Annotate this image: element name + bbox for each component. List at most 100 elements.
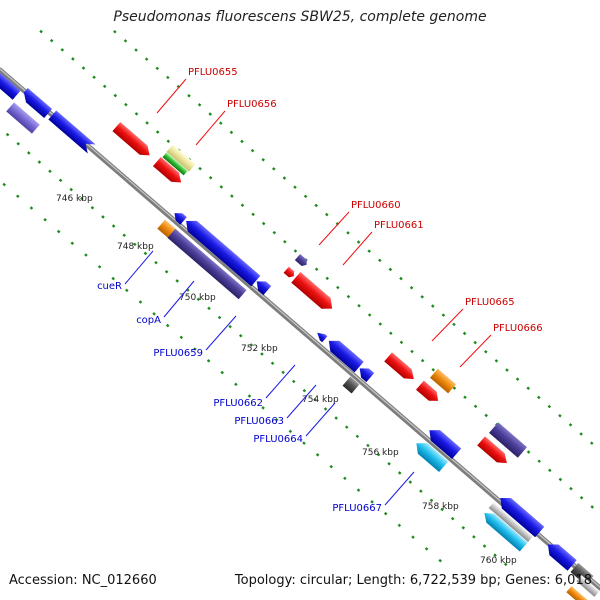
gene-label-pflu0663[interactable]: PFLU0663 xyxy=(234,416,284,427)
gene-feature[interactable] xyxy=(166,144,196,172)
tick-dot xyxy=(193,347,197,351)
tick-dot xyxy=(143,251,148,256)
gene-feature[interactable] xyxy=(182,216,261,287)
tick-dot xyxy=(302,388,307,393)
tick-label: 754 kbp xyxy=(302,395,339,405)
tick-dot xyxy=(505,368,509,372)
tick-dot xyxy=(589,441,594,445)
tick-dot xyxy=(196,297,201,302)
tick-dot xyxy=(197,103,202,107)
gene-feature[interactable] xyxy=(48,110,96,154)
gene-feature[interactable] xyxy=(283,266,297,280)
gene-feature[interactable] xyxy=(315,330,328,343)
tick-dot xyxy=(261,157,265,162)
gene-label-pflu0664[interactable]: PFLU0664 xyxy=(253,434,303,445)
tick-dot xyxy=(420,358,425,363)
gene-label-pflu0661[interactable]: PFLU0661 xyxy=(374,220,424,231)
gene-feature[interactable] xyxy=(291,272,336,314)
tick-dot xyxy=(547,404,552,409)
tick-dot xyxy=(283,240,287,244)
tick-dot xyxy=(315,453,320,457)
topology-text: Topology: circular; Length: 6,722,539 bp… xyxy=(234,573,592,588)
tick-dot xyxy=(302,441,306,445)
tick-dot xyxy=(187,93,191,98)
tick-dot xyxy=(366,443,370,448)
gene-feature[interactable] xyxy=(429,368,457,394)
gene-label-pflu0659[interactable]: PFLU0659 xyxy=(153,348,203,359)
tick-label: 756 kbp xyxy=(362,448,399,458)
tick-dot xyxy=(92,75,96,80)
tick-dot xyxy=(37,160,42,164)
gene-feature[interactable] xyxy=(167,228,247,300)
gene-feature[interactable] xyxy=(0,72,21,100)
tick-dot xyxy=(281,370,285,375)
tick-dot xyxy=(217,315,222,320)
tick-dot xyxy=(113,93,118,98)
gene-feature[interactable] xyxy=(566,586,590,600)
tick-dot xyxy=(206,359,211,363)
tick-dot xyxy=(240,203,245,208)
gene-label-pflu0665[interactable]: PFLU0665 xyxy=(465,297,515,308)
gene-label-pflu0662[interactable]: PFLU0662 xyxy=(213,398,263,409)
gene-feature[interactable] xyxy=(425,425,462,460)
gene-feature[interactable] xyxy=(253,277,272,296)
gene-feature[interactable] xyxy=(152,157,185,187)
genome-backbone-highlight xyxy=(0,68,600,588)
tick-dot xyxy=(71,57,75,61)
gene-feature[interactable] xyxy=(415,380,442,406)
gene-feature[interactable] xyxy=(477,436,511,467)
tick-dot xyxy=(39,29,43,34)
gene-feature[interactable] xyxy=(496,493,545,538)
gene-feature[interactable] xyxy=(489,422,527,458)
tick-dot xyxy=(145,121,149,125)
tick-dot xyxy=(164,269,169,274)
tick-dot xyxy=(378,258,382,263)
tick-dot xyxy=(208,112,212,116)
tick-dot xyxy=(313,398,317,402)
tick-dot xyxy=(240,139,244,144)
accession-text: Accession: NC_012660 xyxy=(9,573,157,588)
gene-label-pflu0660[interactable]: PFLU0660 xyxy=(351,200,401,211)
gene-label-cuer[interactable]: cueR xyxy=(97,281,122,292)
tick-dot xyxy=(228,324,232,329)
gene-feature[interactable] xyxy=(20,88,53,118)
genome-backbone xyxy=(0,67,600,591)
tick-dot xyxy=(367,249,371,253)
tick-label: 760 kbp xyxy=(480,556,517,566)
tick-dot xyxy=(2,182,6,187)
gene-label-pflu0666[interactable]: PFLU0666 xyxy=(493,323,543,334)
gene-feature[interactable] xyxy=(412,438,449,473)
gene-feature[interactable] xyxy=(294,254,309,268)
forward-gene-labels: PFLU0655 PFLU0656 PFLU0660 PFLU0661 PFLU… xyxy=(188,67,543,334)
tick-dot xyxy=(152,312,156,316)
map-title: Pseudomonas fluorescens SBW25, complete … xyxy=(113,9,487,25)
gene-feature[interactable] xyxy=(480,508,528,552)
tick-dot xyxy=(346,294,351,299)
gene-feature[interactable] xyxy=(162,152,188,176)
gene-label-pflu0655[interactable]: PFLU0655 xyxy=(188,67,238,78)
gene-feature[interactable] xyxy=(171,209,187,225)
gene-label-pflu0667[interactable]: PFLU0667 xyxy=(332,503,382,514)
gene-feature[interactable] xyxy=(112,122,153,160)
gene-feature[interactable] xyxy=(570,562,594,586)
tick-dot xyxy=(336,285,340,290)
tick-dot xyxy=(409,285,414,290)
tick-dot xyxy=(344,425,349,429)
tick-dot xyxy=(355,434,360,439)
gene-feature[interactable] xyxy=(6,102,40,134)
tick-dot xyxy=(314,203,318,208)
gene-label-copa[interactable]: copA xyxy=(136,315,161,326)
tick-dot xyxy=(590,505,594,509)
gene-feature[interactable] xyxy=(576,575,600,597)
gene-feature[interactable] xyxy=(384,352,418,383)
gene-feature[interactable] xyxy=(324,336,364,373)
tick-dot xyxy=(537,395,541,400)
tick-dot xyxy=(356,488,361,492)
gene-feature[interactable] xyxy=(488,501,534,543)
gene-feature[interactable] xyxy=(356,364,375,383)
gene-label-pflu0656[interactable]: PFLU0656 xyxy=(227,99,277,110)
tick-label: 752 kbp xyxy=(241,344,278,354)
tick-label: 746 kbp xyxy=(56,194,93,204)
gene-feature[interactable] xyxy=(543,539,577,571)
gene-feature[interactable] xyxy=(342,376,360,394)
